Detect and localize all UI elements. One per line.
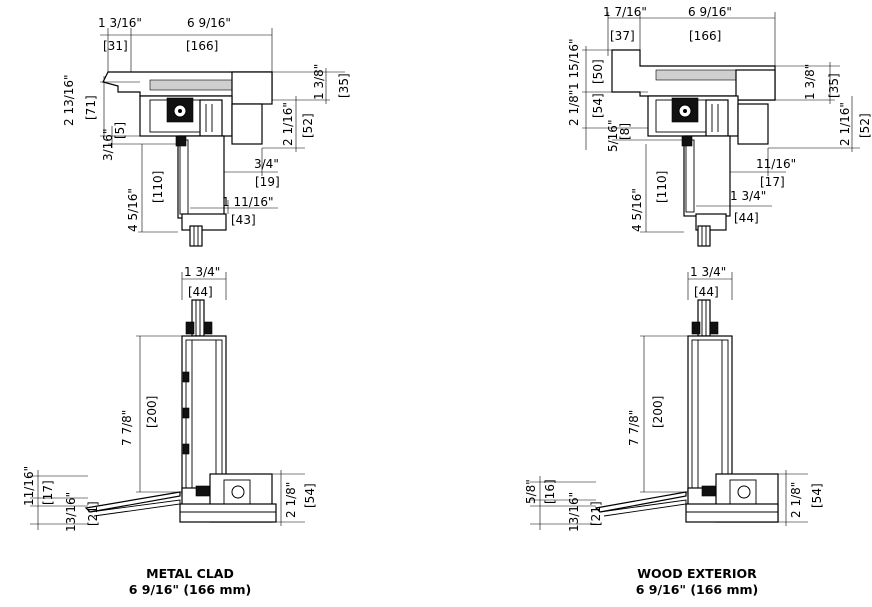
mc-sill-low-a-mm: [17] xyxy=(41,480,55,505)
mc-sill-height-mm: [200] xyxy=(145,396,159,428)
we-sill-right: 2 1/8" xyxy=(789,482,803,518)
we-sill-low-a-mm: [16] xyxy=(543,479,557,504)
mc-head-left-width-mm: [31] xyxy=(103,39,128,53)
mc-head-left-height: 2 13/16" xyxy=(62,74,76,126)
we-head-offset-b-mm: [44] xyxy=(734,211,759,225)
we-head-small-offset-mm: [8] xyxy=(618,123,632,140)
wood-exterior-head-section: 1 7/16" [37] 6 9/16" [166] 1 15/16" [50]… xyxy=(567,5,872,247)
we-head-overall-width-mm: [166] xyxy=(689,29,721,43)
mc-sill-height: 7 7/8" xyxy=(120,410,134,446)
we-head-left-width: 1 7/16" xyxy=(603,5,647,19)
we-head-right-top: 1 3/8" xyxy=(803,64,817,100)
we-head-overall-width: 6 9/16" xyxy=(688,5,732,19)
we-sill-width: 1 3/4" xyxy=(690,265,726,279)
metal-clad-head-section: 1 3/16" [31] 6 9/16" [166] 2 13/16" [71] xyxy=(62,16,351,247)
we-head-right-height: 2 1/16" xyxy=(838,102,852,146)
we-sill-height-mm: [200] xyxy=(651,396,665,428)
we-sill-low-a: 5/8" xyxy=(524,479,538,504)
mc-sill-right-mm: [54] xyxy=(303,483,317,508)
we-head-right-top-mm: [35] xyxy=(827,73,841,98)
mc-head-offset-a-mm: [19] xyxy=(255,175,280,189)
we-sill-height: 7 7/8" xyxy=(627,410,641,446)
we-sill-low-b-mm: [21] xyxy=(589,501,603,526)
we-head-left-width-mm: [37] xyxy=(610,29,635,43)
mc-sill-low-a: 11/16" xyxy=(22,466,36,506)
we-head-offset-a: 11/16" xyxy=(756,157,796,171)
mc-head-right-top-mm: [35] xyxy=(337,73,351,98)
mc-caption-size: 6 9/16" (166 mm) xyxy=(129,582,252,597)
mc-sill-width-mm: [44] xyxy=(188,285,213,299)
we-head-left-top: 1 15/16" xyxy=(567,38,581,90)
we-head-offset-b: 1 3/4" xyxy=(730,189,766,203)
we-head-left-mid: 2 1/8" xyxy=(567,90,581,126)
we-caption-size: 6 9/16" (166 mm) xyxy=(636,582,759,597)
mc-head-right-height-mm: [52] xyxy=(301,113,315,138)
mc-sill-low-b-mm: [21] xyxy=(86,501,100,526)
wood-exterior-sill-section: 1 3/4" [44] 7 7/8" [200] 5/8" [16 xyxy=(524,265,824,532)
mc-sill-right: 2 1/8" xyxy=(284,482,298,518)
we-sill-low-b: 13/16" xyxy=(567,492,581,532)
mc-sill-low-b: 13/16" xyxy=(64,492,78,532)
we-caption-title: WOOD EXTERIOR xyxy=(637,566,757,581)
we-head-left-mid-mm: [54] xyxy=(591,93,605,118)
mc-sill-width: 1 3/4" xyxy=(184,265,220,279)
mc-head-offset-b: 1 11/16" xyxy=(222,195,274,209)
we-head-small-offset: 5/16" xyxy=(606,120,620,152)
mc-head-overall-width-mm: [166] xyxy=(186,39,218,53)
mc-head-right-top: 1 3/8" xyxy=(312,64,326,100)
we-head-right-height-mm: [52] xyxy=(858,113,872,138)
we-head-offset-a-mm: [17] xyxy=(760,175,785,189)
mc-caption-title: METAL CLAD xyxy=(146,566,234,581)
mc-head-right-height: 2 1/16" xyxy=(281,102,295,146)
mc-head-sash-height: 4 5/16" xyxy=(126,188,140,232)
we-head-left-top-mm: [50] xyxy=(591,59,605,84)
we-sill-right-mm: [54] xyxy=(810,483,824,508)
mc-head-left-height-mm: [71] xyxy=(84,95,98,120)
mc-head-offset-b-mm: [43] xyxy=(231,213,256,227)
mc-head-sash-height-mm: [110] xyxy=(151,171,165,203)
mc-head-overall-width: 6 9/16" xyxy=(187,16,231,30)
we-head-sash-height-mm: [110] xyxy=(655,171,669,203)
we-sill-width-mm: [44] xyxy=(694,285,719,299)
metal-clad-sill-section: 1 3/4" [44] 7 7/8" [200] xyxy=(22,265,317,532)
we-head-sash-height: 4 5/16" xyxy=(630,188,644,232)
mc-head-small-offset: 3/16" xyxy=(101,129,115,161)
mc-head-small-offset-mm: [5] xyxy=(113,122,127,139)
mc-head-left-width: 1 3/16" xyxy=(98,16,142,30)
mc-head-offset-a: 3/4" xyxy=(254,157,279,171)
